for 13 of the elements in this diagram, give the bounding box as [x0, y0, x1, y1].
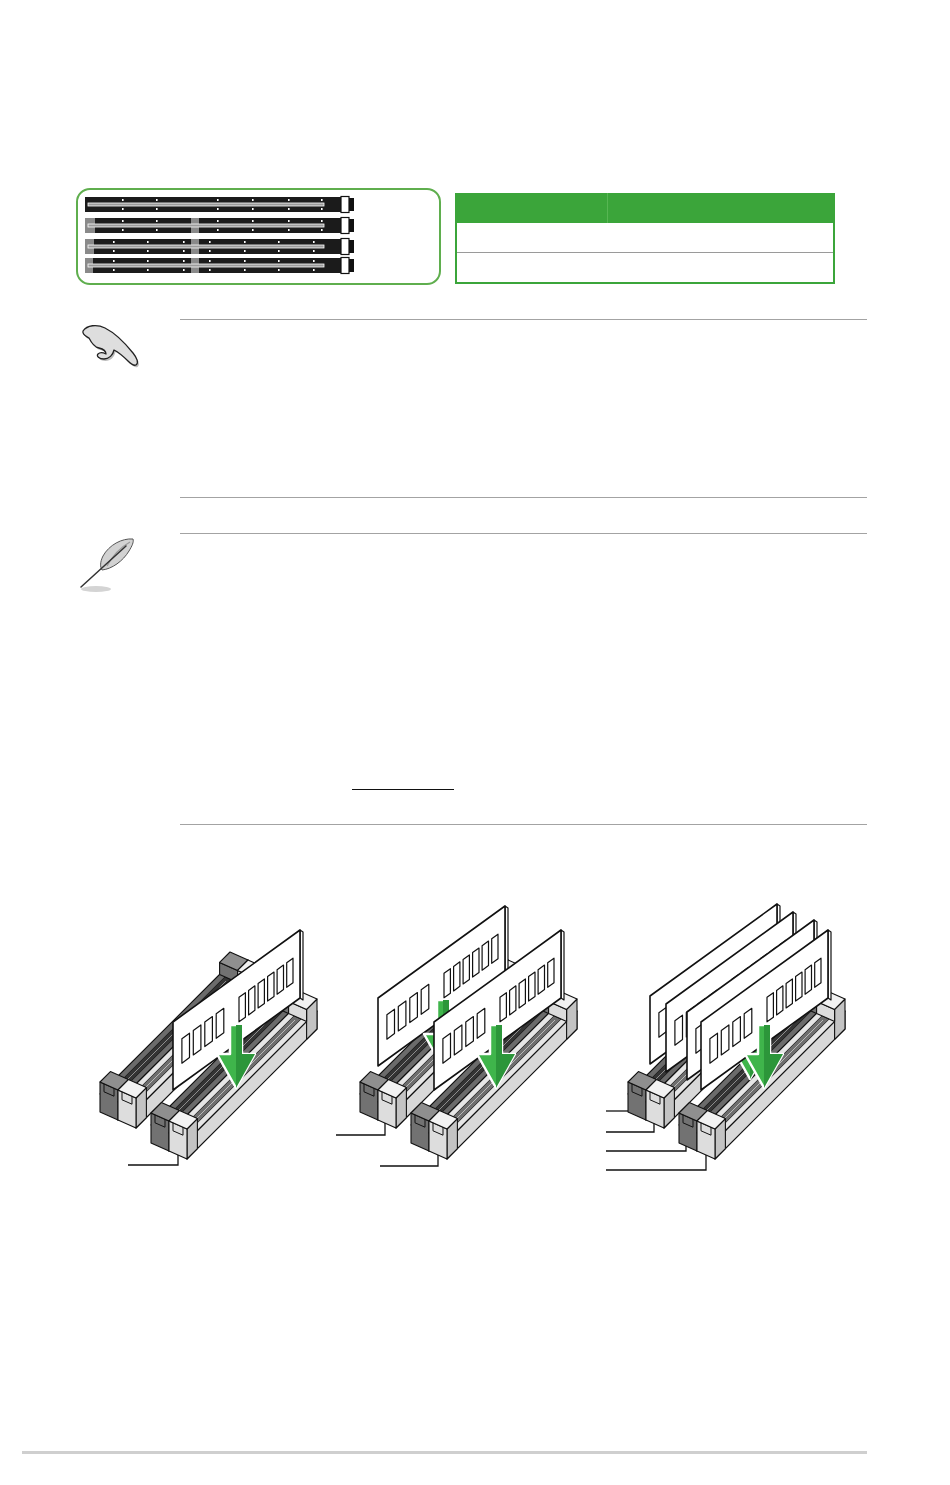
leader-line [335, 1122, 386, 1136]
slot-latch [117, 1079, 147, 1129]
slot-latch [645, 1079, 675, 1129]
leader-line [605, 1122, 655, 1133]
leader-line [379, 1154, 439, 1167]
slot-latch [696, 1110, 726, 1160]
slot-latch [428, 1110, 458, 1160]
slot-latch [168, 1110, 198, 1160]
leader-line [127, 1154, 179, 1166]
leader-line [605, 1154, 707, 1171]
leader-line [605, 1145, 687, 1152]
slot-latch [377, 1079, 407, 1129]
leader-line [605, 1110, 629, 1112]
